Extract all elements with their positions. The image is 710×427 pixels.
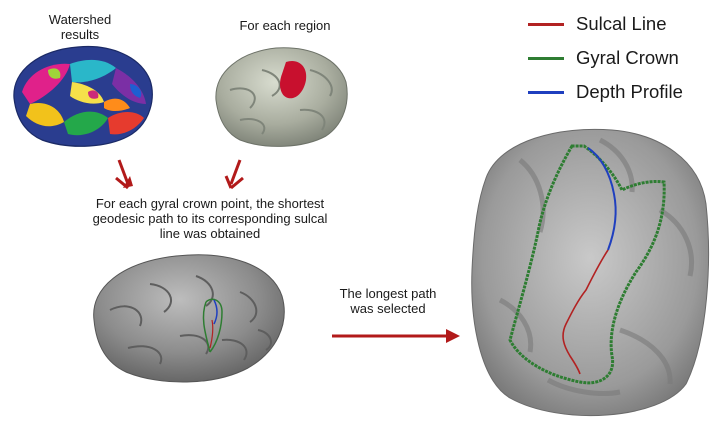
caption-longest-path: The longest path was selected <box>320 286 456 316</box>
legend-item-sulcal-line: Sulcal Line <box>528 12 667 36</box>
region-brain <box>216 48 347 147</box>
caption-for-each-region: For each region <box>210 18 360 33</box>
gray-brain <box>94 255 285 382</box>
legend-swatch <box>528 91 564 94</box>
legend-swatch <box>528 23 564 26</box>
legend-label: Depth Profile <box>576 81 683 103</box>
caption-watershed: Watershed results <box>20 12 140 42</box>
arrow-region-down <box>226 160 243 188</box>
zoomed-region <box>472 129 709 415</box>
watershed-brain <box>14 47 152 147</box>
legend-item-depth-profile: Depth Profile <box>528 80 683 104</box>
arrow-to-zoom <box>332 329 460 343</box>
legend-swatch <box>528 57 564 60</box>
caption-shortest-path: For each gyral crown point, the shortest… <box>48 196 372 241</box>
legend-label: Gyral Crown <box>576 47 679 69</box>
legend-label: Sulcal Line <box>576 13 667 35</box>
arrow-watershed-down <box>116 160 133 188</box>
legend-item-gyral-crown: Gyral Crown <box>528 46 679 70</box>
